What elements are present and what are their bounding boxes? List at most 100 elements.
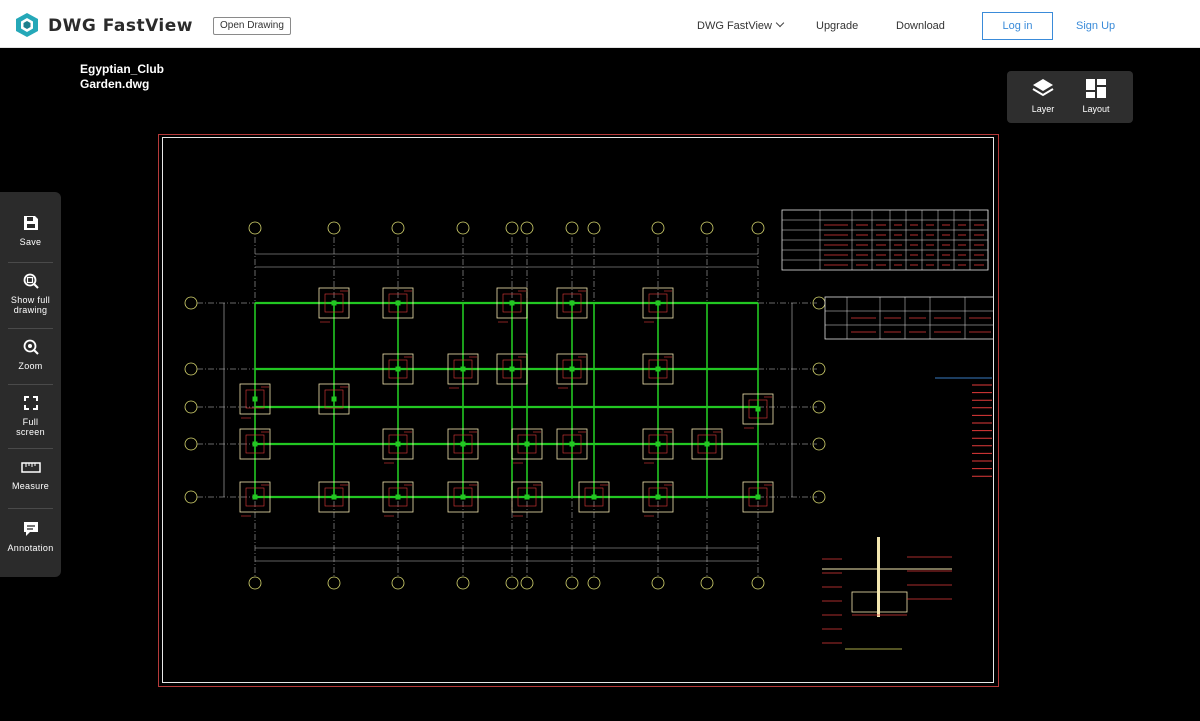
layer-label: Layer: [1031, 104, 1055, 114]
save-icon: [23, 216, 38, 230]
grid-bubble: [565, 576, 579, 590]
layout-label: Layout: [1082, 104, 1110, 114]
column: [655, 366, 661, 372]
footing: [642, 428, 674, 460]
layout-button[interactable]: Layout: [1071, 77, 1121, 114]
nav-download[interactable]: Download: [896, 20, 945, 32]
footing: [318, 383, 350, 415]
zoom-icon: [23, 339, 39, 355]
grid-bubble: [751, 221, 765, 235]
nav-dwg-fastview-menu[interactable]: DWG FastView: [697, 18, 785, 32]
footing-pedestal: [584, 487, 604, 507]
column: [395, 300, 401, 306]
footing-pedestal: [562, 293, 582, 313]
dwg-logo-icon[interactable]: [14, 12, 40, 38]
column: [591, 494, 597, 500]
column: [655, 441, 661, 447]
left-toolbar: Save Show full drawing Zoom Full screen: [0, 192, 61, 577]
grid-bubble: [812, 400, 826, 414]
footing: [239, 481, 271, 513]
layer-button[interactable]: Layer: [1018, 77, 1068, 114]
brand-name[interactable]: DWG FastView: [48, 16, 193, 36]
grid-bubble: [327, 576, 341, 590]
grid-bubble: [391, 576, 405, 590]
footing: [239, 383, 271, 415]
column: [524, 441, 530, 447]
login-button[interactable]: Log in: [982, 12, 1053, 40]
zoom-button[interactable]: Zoom: [0, 338, 61, 371]
column: [524, 494, 530, 500]
column: [509, 366, 515, 372]
fullscreen-icon: [23, 396, 38, 410]
grid-bubble: [565, 221, 579, 235]
measure-button[interactable]: Measure: [0, 460, 61, 491]
footing: [556, 428, 588, 460]
footing-pedestal: [648, 434, 668, 454]
grid-bubble: [327, 221, 341, 235]
grid-bubble: [520, 576, 534, 590]
signup-link[interactable]: Sign Up: [1076, 20, 1116, 32]
footing-pedestal: [697, 434, 717, 454]
footing-pedestal: [388, 359, 408, 379]
column: [331, 494, 337, 500]
footing-pedestal: [648, 359, 668, 379]
footing: [556, 287, 588, 319]
measure-label: Measure: [11, 481, 50, 491]
foundation-plan: [184, 221, 826, 590]
layout-icon: [1086, 79, 1106, 98]
cad-drawing-canvas[interactable]: [162, 137, 994, 683]
zoom-label: Zoom: [18, 361, 43, 371]
footing-pedestal: [324, 293, 344, 313]
column: [460, 366, 466, 372]
grid-bubble: [248, 221, 262, 235]
chevron-down-icon: [775, 18, 785, 28]
footing: [382, 287, 414, 319]
footing: [447, 481, 479, 513]
column: [460, 441, 466, 447]
footing: [742, 393, 774, 425]
footing: [447, 428, 479, 460]
column: [331, 300, 337, 306]
footing: [642, 287, 674, 319]
grid-bubble: [651, 576, 665, 590]
grid-bubble: [184, 437, 198, 451]
column: [569, 441, 575, 447]
show-full-drawing-button[interactable]: Show full drawing: [0, 272, 61, 315]
grid-bubble: [520, 221, 534, 235]
nav-upgrade[interactable]: Upgrade: [816, 20, 859, 32]
footing-pedestal: [453, 434, 473, 454]
grid-bubble: [751, 576, 765, 590]
footing: [511, 428, 543, 460]
footing-pedestal: [648, 293, 668, 313]
footing-pedestal: [245, 434, 265, 454]
grid-bubble: [812, 437, 826, 451]
footing-pedestal: [245, 389, 265, 409]
annotation-button[interactable]: Annotation: [0, 520, 61, 553]
column: [395, 366, 401, 372]
nav-dwg-fastview-label: DWG FastView: [697, 20, 772, 32]
footing-pedestal: [648, 487, 668, 507]
open-drawing-button[interactable]: Open Drawing: [213, 17, 291, 35]
footing-pedestal: [324, 487, 344, 507]
grid-bubble: [184, 400, 198, 414]
column: [331, 396, 337, 402]
footing: [496, 287, 528, 319]
toolbar-divider: [8, 328, 53, 329]
beam-schedule-table: [824, 296, 994, 340]
footing-pedestal: [453, 359, 473, 379]
column: [252, 494, 258, 500]
footing-detail: [822, 537, 952, 650]
schedule-tables: [781, 209, 994, 340]
save-button[interactable]: Save: [0, 214, 61, 247]
toolbar-divider: [8, 384, 53, 385]
grid-bubble: [184, 490, 198, 504]
footing-pedestal: [562, 434, 582, 454]
column: [655, 494, 661, 500]
column: [569, 366, 575, 372]
column: [755, 494, 761, 500]
grid-bubble: [456, 221, 470, 235]
full-screen-label: Full screen: [16, 417, 45, 437]
full-screen-button[interactable]: Full screen: [0, 394, 61, 437]
footing: [382, 481, 414, 513]
footing: [691, 428, 723, 460]
